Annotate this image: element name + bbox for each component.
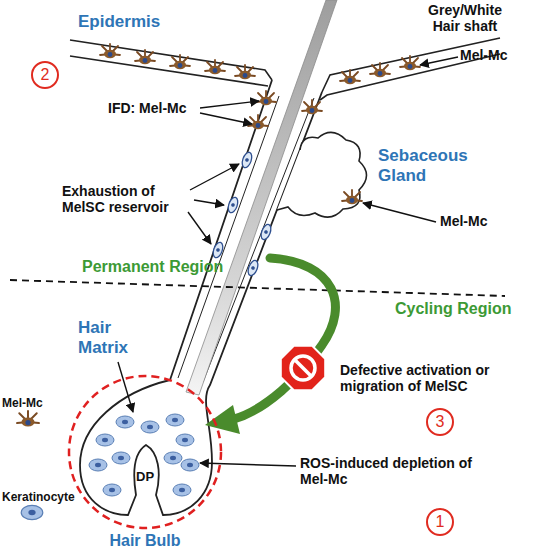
- shaft-label: Grey/White Hair shaft: [415, 2, 515, 34]
- region-label: Cycling Region: [395, 300, 511, 318]
- region-boundary: [10, 280, 505, 296]
- cell-label: Mel-Mc: [440, 213, 487, 229]
- layer-label: Epidermis: [78, 12, 160, 32]
- melanocyte: [302, 100, 322, 114]
- mechanism-note: Exhaustion of MelSC reservoir: [62, 183, 192, 215]
- keratinocyte: [112, 452, 130, 464]
- callout-text: 1: [436, 514, 445, 530]
- mechanism-note: Defective activation or migration of Mel…: [340, 362, 540, 394]
- melanocyte: [342, 190, 362, 204]
- leader-arrow: [200, 101, 259, 108]
- legend-text: Keratinocyte: [2, 490, 82, 504]
- melanocyte: [135, 50, 155, 64]
- melsc-cell: [226, 196, 239, 214]
- cell-label: Mel-Mc: [460, 47, 507, 63]
- structure-label: Sebaceous Gland: [378, 146, 478, 185]
- leader-arrow: [363, 203, 436, 222]
- epidermis-surface: [70, 38, 500, 100]
- melanocyte: [370, 63, 390, 77]
- keratinocyte: [96, 434, 114, 446]
- melanocyte: [170, 55, 190, 69]
- leader-arrow: [194, 200, 224, 205]
- callout-number: 2: [31, 61, 59, 89]
- leader-arrow: [200, 113, 252, 124]
- dashed-outline: [67, 374, 223, 530]
- legend-text: Mel-Mc: [2, 396, 82, 410]
- legend-icon: [17, 411, 39, 426]
- melsc-cell: [240, 151, 253, 169]
- keratinocyte: [164, 452, 182, 464]
- callout-number: 1: [426, 508, 454, 536]
- keratinocyte: [141, 421, 159, 433]
- melanocyte: [400, 56, 420, 70]
- legend-swatch: [20, 504, 44, 521]
- region-label: Permanent Region: [82, 258, 223, 276]
- leader-arrow: [188, 212, 211, 244]
- migration-arrow: [234, 258, 335, 419]
- callout-text: 2: [41, 67, 50, 83]
- sebaceous-gland: [277, 132, 367, 217]
- leader-arrow: [420, 57, 458, 65]
- keratinocyte: [166, 414, 184, 426]
- keratinocyte: [103, 484, 121, 496]
- keratinocyte: [89, 459, 107, 471]
- mechanism-note: ROS-induced depletion of Mel-Mc: [300, 455, 480, 487]
- hair-bulb-region: Hair Bulb: [67, 374, 223, 530]
- melanocyte: [256, 91, 276, 105]
- cell-label: IFD: Mel-Mc: [108, 100, 187, 116]
- callout-text: 3: [436, 414, 445, 430]
- leader-arrow: [190, 164, 239, 190]
- hair-shaft: [186, 0, 337, 395]
- melsc-cell: [246, 259, 260, 277]
- keratinocyte: [181, 459, 199, 471]
- dashed-circle: [69, 376, 221, 528]
- migration-arrowhead: [205, 405, 240, 434]
- melanocyte: [248, 115, 268, 129]
- melanocyte: [235, 65, 255, 79]
- melanocyte: [100, 44, 120, 58]
- melanocyte: [340, 70, 360, 84]
- leader-arrow: [118, 362, 133, 412]
- keratinocyte: [176, 434, 194, 446]
- melsc-cell: [211, 241, 224, 259]
- melanocyte: [205, 60, 225, 74]
- legend-item: Mel-Mc: [2, 396, 82, 434]
- melsc-cell: [259, 223, 273, 241]
- legend-item: Keratinocyte: [2, 490, 82, 521]
- legend-swatch: [16, 410, 40, 434]
- structure-label: Hair Matrix: [78, 318, 148, 357]
- region-title: Hair Bulb: [37, 532, 253, 550]
- callout-number: 3: [426, 408, 454, 436]
- keratinocyte: [173, 484, 191, 496]
- structure-label: DP: [136, 470, 154, 485]
- keratinocyte: [116, 416, 134, 428]
- stop-sign: [281, 346, 325, 390]
- legend-icon: [21, 506, 43, 520]
- leader-arrow: [200, 463, 296, 466]
